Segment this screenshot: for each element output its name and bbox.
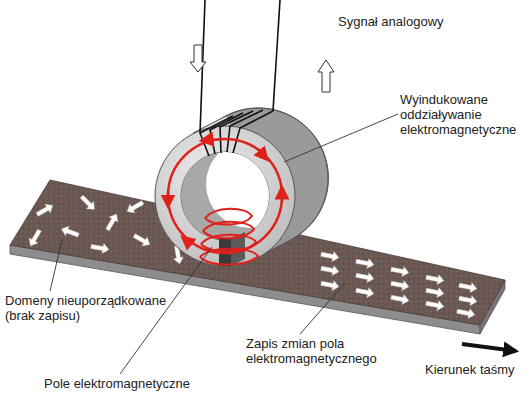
field-arrow (258, 149, 264, 156)
direction-arrow (462, 344, 516, 351)
label-text: Zapis zmian pola elektromagnetycznego (246, 336, 396, 366)
random-domain (78, 193, 98, 213)
ordered-domain (458, 293, 478, 306)
field-arrow (186, 240, 192, 245)
label-text: Domeny nieuporządkowane (brak zapisu) (5, 293, 175, 323)
ordered-domain (355, 270, 375, 283)
coil-winding (227, 110, 263, 152)
leader-line (50, 240, 62, 291)
ordered-domain (390, 264, 410, 277)
ordered-domain (390, 278, 410, 291)
signal-out-arrow (318, 60, 334, 92)
leader-line (300, 283, 345, 334)
head-front-face (155, 126, 295, 266)
random-domain (132, 231, 153, 249)
leader-line (120, 247, 212, 374)
ordered-domain (425, 285, 445, 298)
signal-wire (273, 0, 280, 111)
label-text: Wyindukowane oddziaływanie elektromagnet… (400, 92, 525, 137)
label-text: Kierunek taśmy (425, 362, 515, 377)
random-domain (90, 242, 109, 255)
random-domain (125, 198, 146, 216)
random-domain (26, 228, 44, 249)
ordered-domain (390, 292, 410, 305)
label-text: Sygnał analogowy (338, 14, 444, 29)
random-domain (60, 224, 80, 240)
induced-field-loop (168, 139, 282, 253)
ordered-domain (355, 285, 375, 298)
ordered-domain (425, 272, 445, 285)
ordered-domain (425, 298, 445, 311)
ordered-domain (320, 278, 340, 291)
ordered-domain (320, 263, 340, 276)
field-arrow (167, 192, 170, 202)
head-inner-surface (170, 140, 294, 250)
ordered-domain (355, 256, 375, 269)
field-arrow (206, 139, 214, 140)
random-domain (35, 201, 56, 219)
ordered-domain (320, 249, 340, 262)
signal-in-arrow (190, 45, 206, 72)
field-arrow (281, 192, 284, 202)
label-text: Pole elektromagnetyczne (44, 376, 190, 391)
random-domain (103, 212, 121, 233)
ordered-domain (456, 306, 476, 319)
leader-line (284, 114, 398, 162)
ordered-domain (458, 280, 478, 293)
